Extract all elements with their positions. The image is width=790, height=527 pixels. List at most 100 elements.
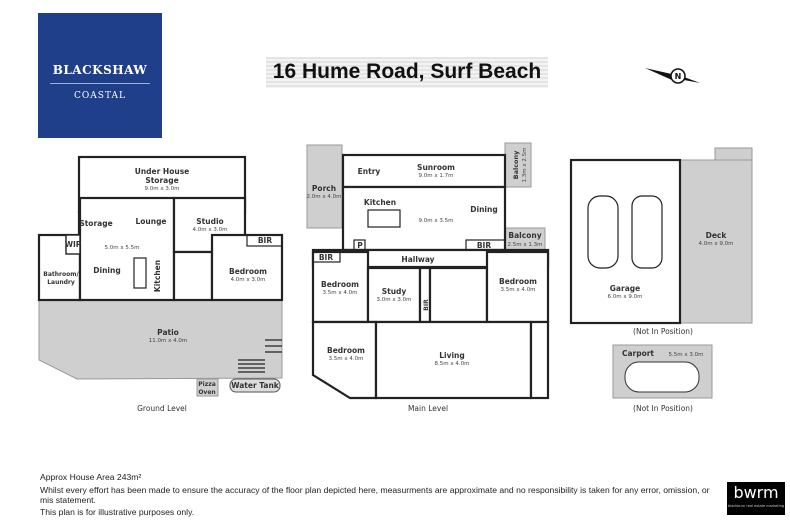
disclaimer: Whilst every effort has been made to ens…: [40, 485, 710, 505]
garage-plan: Garage 6.0m x 9.0m Deck 4.0m x 9.0m Carp…: [569, 147, 753, 413]
ground-bath-room: [172, 250, 214, 302]
room-label: Bedroom: [327, 346, 365, 355]
right-bedroom-room: [485, 250, 550, 324]
room-dims: 6.0m x 9.0m: [608, 294, 643, 300]
living-room: [374, 320, 533, 400]
brand-logo: BLACKSHAW COASTAL: [38, 13, 162, 138]
balcony-top-area: [504, 142, 532, 188]
car-icon: [587, 195, 619, 269]
room-dims: 9.0m x 1.7m: [419, 173, 454, 179]
not-in-position-note: (Not In Position): [633, 327, 693, 336]
porch-area: [306, 144, 343, 229]
room-label: BIR: [258, 236, 273, 245]
room-dims: 11.0m x 4.0m: [149, 338, 187, 344]
bottom-bedroom-room: [311, 320, 378, 400]
room-label: Oven: [198, 389, 215, 396]
house-area: Approx House Area 243m²: [40, 472, 142, 482]
water-tank-box: [229, 378, 281, 393]
brand-sub: COASTAL: [74, 91, 126, 101]
room-dims: 3.5m x 4.0m: [501, 287, 536, 293]
wip-closet: [65, 234, 81, 255]
pantry: [353, 239, 366, 251]
room-dims: 4.0m x 9.0m: [699, 241, 734, 247]
room-label: Bedroom: [499, 277, 537, 286]
bwrm-logo: bwrm blackburn real estate marketing: [727, 482, 785, 515]
room-label: Kitchen: [153, 260, 162, 292]
title-bar: [266, 57, 548, 88]
room-dims: 5.5m x 3.0m: [669, 352, 704, 358]
room-dims: 1.3m x 2.5m: [522, 148, 528, 183]
room-dims: 4.0m x 3.0m: [193, 227, 228, 233]
deck-stairs: [714, 147, 753, 161]
room-label: Balcony: [508, 231, 541, 240]
room-label: BIR: [477, 241, 492, 250]
room-label: Studio: [196, 217, 223, 226]
room-label: Porch: [312, 184, 336, 193]
room-label: WIP: [65, 240, 82, 249]
room-dims: 3.5m x 4.0m: [323, 290, 358, 296]
room-label: Under House: [135, 167, 190, 176]
room-label: P: [357, 241, 363, 250]
room-dims: 8.5m x 4.0m: [435, 361, 470, 367]
room-label: Lounge: [135, 217, 166, 226]
room-label: Entry: [358, 167, 381, 176]
room-label: Laundry: [47, 279, 75, 286]
bwrm-logo-sub: blackburn real estate marketing: [727, 504, 785, 508]
room-dims: 4.0m x 3.0m: [231, 277, 266, 283]
room-dims: 3.0m x 3.0m: [377, 297, 412, 303]
balcony-side-area: [504, 227, 546, 253]
room-dims: 9.0m x 3.0m: [145, 186, 180, 192]
room-label: Patio: [157, 328, 179, 337]
compass-letter: N: [675, 72, 682, 81]
room-dims: 2.0m x 4.0m: [307, 194, 342, 200]
north-compass-icon: N: [645, 68, 700, 84]
kitchen-island: [367, 209, 401, 228]
brand-divider: [50, 83, 150, 84]
bir-closet: [246, 234, 283, 247]
room-label: Bedroom: [321, 280, 359, 289]
room-label: Storage: [79, 219, 112, 228]
room-label: BIR: [319, 253, 334, 262]
room-label: Balcony: [512, 150, 520, 180]
bir-closet: [465, 239, 506, 251]
room-dims: 9.0m x 3.5m: [419, 218, 454, 224]
room-label: Kitchen: [364, 198, 396, 207]
dining-lounge-room: [78, 196, 176, 302]
room-dims: 2.5m x 1.3m: [508, 242, 543, 248]
stairs-icon: [238, 339, 282, 373]
stairs-well: [529, 320, 550, 400]
car-icon: [631, 195, 663, 269]
bir-closet: [312, 251, 341, 263]
kitchen-island: [133, 257, 147, 289]
room-label: Bathroom/: [43, 271, 79, 278]
room-label: Water Tank: [231, 381, 280, 390]
study-bir: [418, 266, 432, 324]
study-room: [366, 266, 422, 324]
room-label: Pizza: [198, 381, 216, 388]
car-icon: [624, 361, 700, 393]
room-label: Dining: [470, 205, 497, 214]
room-label: Sunroom: [417, 163, 455, 172]
bwrm-logo-text: bwrm: [733, 483, 779, 502]
room-label: Garage: [610, 284, 640, 293]
main-level-plan: Porch 2.0m x 4.0m Entry Sunroom 9.0m x 1…: [306, 142, 550, 413]
room-dims: 3.5m x 4.0m: [329, 356, 364, 362]
room-label: Living: [439, 351, 465, 360]
level-label: Main Level: [408, 404, 448, 413]
room-label: BIR: [423, 299, 430, 311]
page-title: 16 Hume Road, Surf Beach: [272, 60, 542, 83]
not-in-position-note: (Not In Position): [633, 404, 693, 413]
room-label: Deck: [706, 231, 728, 240]
brand-name: BLACKSHAW: [52, 63, 148, 77]
level-label: Ground Level: [137, 404, 187, 413]
pizza-oven-box: [196, 378, 219, 397]
room-label: Carport: [622, 349, 654, 358]
illustrative-note: This plan is for illustrative purposes o…: [40, 507, 195, 517]
room-label: Bedroom: [229, 267, 267, 276]
room-dims: 5.0m x 5.5m: [105, 245, 140, 251]
room-label: Study: [382, 287, 407, 296]
room-label: Hallway: [401, 255, 434, 264]
room-label: Dining: [93, 266, 120, 275]
ground-level-plan: Under House Storage 9.0m x 3.0m Storage …: [37, 155, 284, 413]
